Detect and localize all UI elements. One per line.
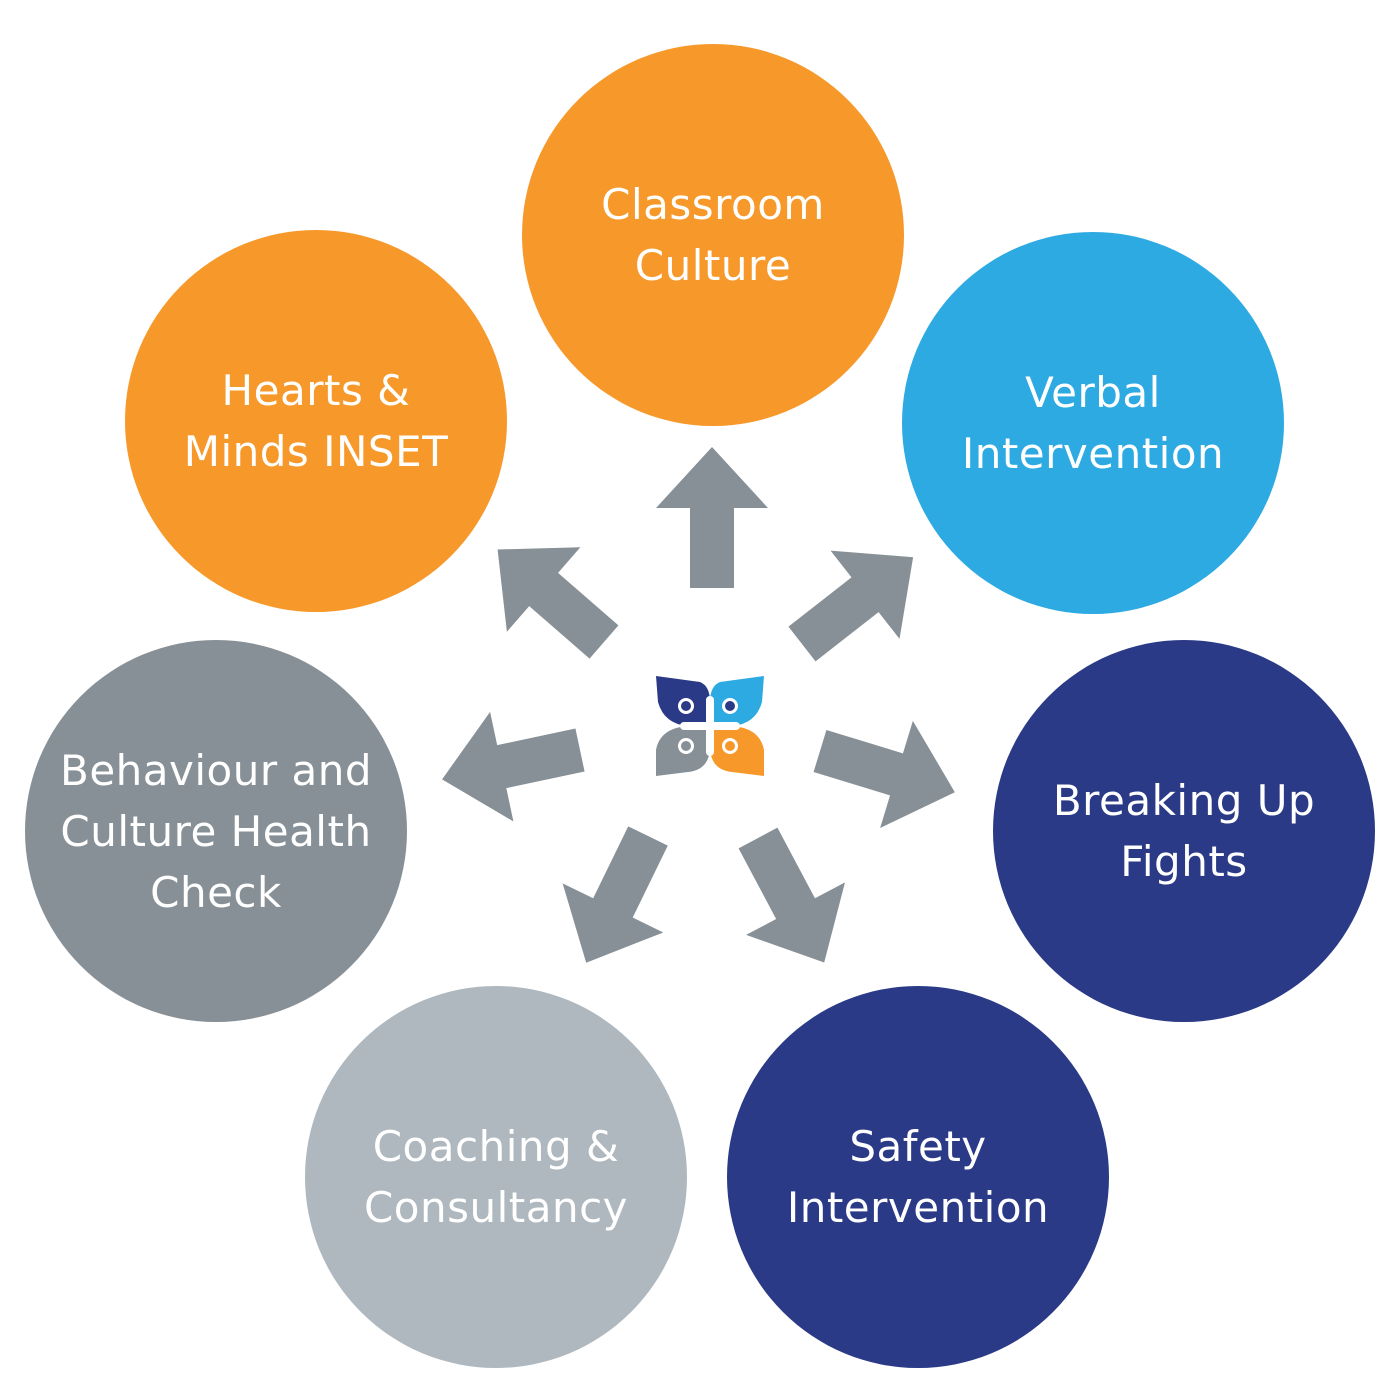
arrow-to-coaching-consultancy: [535, 811, 699, 988]
node-label-line: Safety: [849, 1122, 987, 1171]
node-label-line: Fights: [1120, 837, 1248, 886]
arrow-to-safety-intervention: [708, 811, 874, 989]
node-behaviour-culture-health-check: Behaviour and Culture Health Check: [25, 640, 407, 1022]
node-label: Hearts & Minds INSET: [184, 360, 449, 482]
node-classroom-culture: Classroom Culture: [522, 44, 904, 426]
node-label: Coaching & Consultancy: [364, 1116, 628, 1238]
node-label-line: Intervention: [961, 429, 1225, 478]
node-label-line: Verbal: [1025, 368, 1161, 417]
node-label-line: Classroom: [601, 180, 825, 229]
node-label-line: Culture: [634, 241, 792, 290]
node-label-line: Check: [150, 867, 282, 917]
node-label-line: Behaviour and: [60, 745, 372, 795]
node-coaching-consultancy: Coaching & Consultancy: [305, 986, 687, 1368]
logo-petal-top-right: [710, 676, 764, 726]
logo-petal-bottom-right: [710, 726, 764, 776]
node-label-line: Minds INSET: [183, 427, 449, 476]
node-label: Classroom Culture: [601, 174, 825, 296]
arrow-to-hearts-minds-inset: [460, 507, 641, 685]
node-hearts-minds-inset: Hearts & Minds INSET: [125, 230, 507, 612]
arrow-to-breaking-up-fights: [803, 697, 972, 846]
node-label-line: Breaking Up: [1052, 776, 1316, 825]
node-label-line: Coaching &: [372, 1122, 620, 1171]
node-safety-intervention: Safety Intervention: [727, 986, 1109, 1368]
node-breaking-up-fights: Breaking Up Fights: [993, 640, 1375, 1022]
arrow-to-classroom-culture: [656, 447, 768, 588]
node-label-line: Culture Health: [60, 806, 372, 856]
node-label-line: Consultancy: [363, 1183, 629, 1232]
arrow-to-behaviour-culture-health-check: [430, 695, 592, 835]
node-label-line: Hearts &: [221, 366, 411, 415]
node-label: Breaking Up Fights: [1053, 770, 1315, 892]
node-label: Verbal Intervention: [962, 362, 1224, 484]
node-label: Behaviour and Culture Health Check: [60, 740, 372, 923]
node-verbal-intervention: Verbal Intervention: [902, 232, 1284, 614]
butterfly-logo-icon: [656, 676, 764, 776]
node-label-line: Intervention: [786, 1183, 1050, 1232]
node-label: Safety Intervention: [787, 1116, 1049, 1238]
arrow-to-verbal-intervention: [767, 513, 948, 689]
